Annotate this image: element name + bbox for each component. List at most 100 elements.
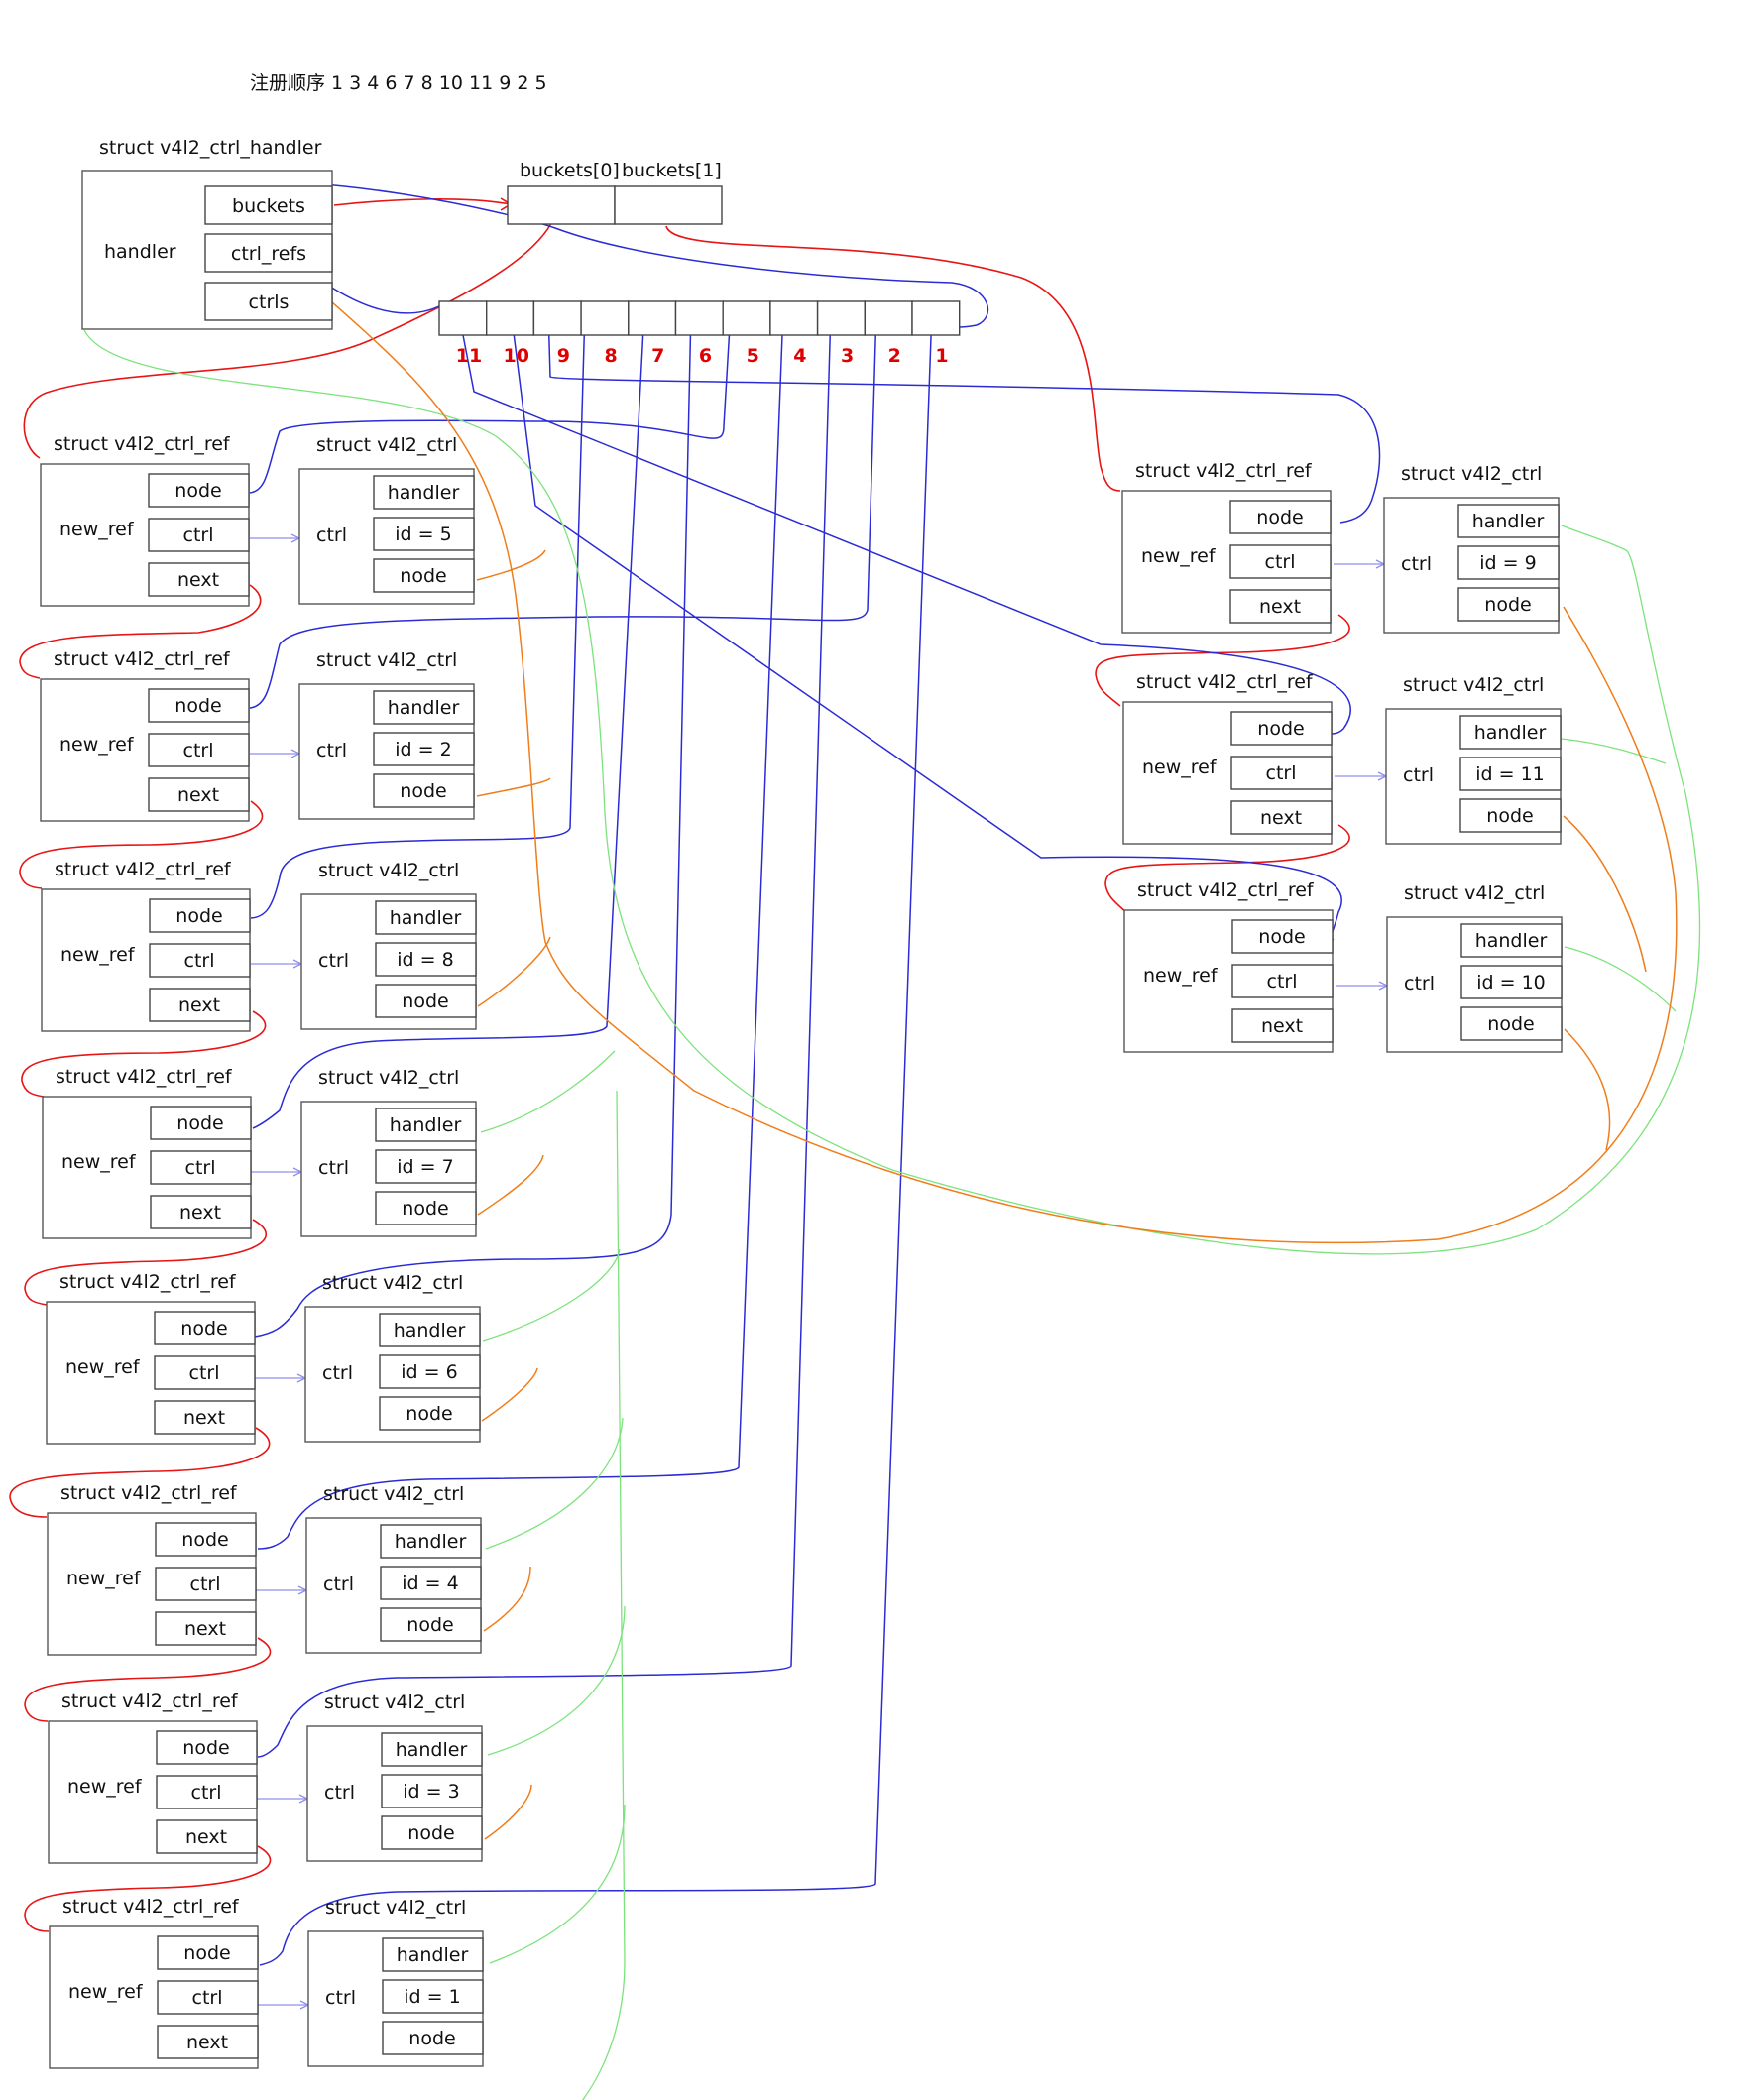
left-ref-ctrl-pair: struct v4l2_ctrl_refnew_refnodectrlnexts… (48, 1691, 483, 1864)
ctrl-node-label: node (407, 1822, 454, 1844)
ref-next-field (148, 777, 250, 812)
new-ref-label: new_ref (68, 1981, 144, 2003)
ref-ctrl-label: ctrl (191, 1782, 222, 1804)
ctrl-id-field (381, 1774, 483, 1808)
ctrl-handler-label: handler (388, 697, 460, 719)
ctrl-id-label: id = 11 (1475, 763, 1545, 785)
ctrl-node-label: node (1487, 1013, 1534, 1035)
ctrl-label: ctrl (318, 950, 349, 972)
new-ref-label: new_ref (65, 1356, 141, 1378)
ref-ctrl-label: ctrl (1265, 551, 1296, 573)
new-ref-label: new_ref (59, 519, 135, 540)
ctrls-field (204, 282, 333, 321)
ref-array-slot (722, 300, 771, 336)
ref-array-slot (769, 300, 819, 336)
ctrl-id-label: id = 10 (1476, 972, 1546, 993)
ctrl-struct-title: struct v4l2_ctrl (318, 1067, 459, 1089)
ref-array-slot-number: 10 (503, 345, 528, 367)
ref-node-field (149, 898, 251, 933)
left-ref-ctrl-pair: struct v4l2_ctrl_refnew_refnodectrlnexts… (41, 859, 477, 1032)
ref-next-label: next (184, 1618, 226, 1640)
ref-ctrl-label: ctrl (189, 1362, 220, 1384)
ref-struct-title: struct v4l2_ctrl_ref (60, 1482, 238, 1504)
buckets-field (204, 185, 333, 225)
ref-next-field (1231, 1008, 1334, 1043)
ctrl-handler-label: handler (388, 482, 460, 504)
left-ref-ctrl-pair: struct v4l2_ctrl_refnew_refnodectrlnexts… (40, 433, 475, 607)
ctrl-struct-title: struct v4l2_ctrl (322, 1272, 463, 1294)
ref-ctrl-label: ctrl (1267, 971, 1298, 992)
ref-next-field (149, 988, 251, 1022)
ref-array-slot-number: 1 (935, 345, 948, 367)
ref-node-field (1231, 919, 1334, 954)
ctrl-node-field (373, 558, 475, 593)
ref-next-label: next (1260, 807, 1302, 829)
new-ref-label: new_ref (59, 734, 135, 756)
ref-next-label: next (1261, 1015, 1303, 1037)
ctrl-struct-title: struct v4l2_ctrl (1404, 882, 1545, 904)
ctrl-struct-title: struct v4l2_ctrl (1401, 463, 1542, 485)
ref-struct-title: struct v4l2_ctrl_ref (54, 648, 231, 670)
ctrl-node-field (375, 1191, 477, 1225)
ref-next-label: next (183, 1407, 225, 1429)
left-ref-ctrl-pair: struct v4l2_ctrl_refnew_refnodectrlnexts… (42, 1066, 477, 1239)
ctrl-id-field (375, 942, 477, 977)
ref-node-field (1230, 711, 1333, 746)
ref-ctrl-field (150, 1150, 252, 1185)
ref-array-slot (532, 300, 582, 336)
ctrl-struct-title: struct v4l2_ctrl (316, 649, 457, 671)
ref-struct-title: struct v4l2_ctrl_ref (1136, 671, 1314, 693)
ctrl-label: ctrl (322, 1362, 353, 1384)
ref-array-slot (438, 300, 488, 336)
ctrl-handler-field (375, 900, 477, 935)
ctrl-node-label: node (402, 1198, 448, 1220)
right-ref-ctrl-pair: struct v4l2_ctrl_refnew_refnodectrlnexts… (1123, 879, 1563, 1053)
ref-array-slot (628, 300, 677, 336)
ref-struct-title: struct v4l2_ctrl_ref (55, 859, 232, 880)
ref-array-slot (816, 300, 866, 336)
ctrl-id-field (382, 1979, 484, 2014)
ctrl-node-field (373, 773, 475, 808)
ref-array-slot-number: 4 (793, 345, 806, 367)
ctrl-node-field (381, 1815, 483, 1850)
handler-label: handler (104, 241, 176, 263)
ref-struct-title: struct v4l2_ctrl_ref (61, 1691, 239, 1712)
new-ref-label: new_ref (1141, 545, 1217, 567)
bucket-0-label: buckets[0] (520, 160, 620, 181)
ctrl-node-label: node (402, 991, 448, 1012)
bucket-1-cell (614, 185, 723, 225)
ctrl-struct-title: struct v4l2_ctrl (324, 1692, 465, 1713)
ctrl-node-label: node (1484, 594, 1531, 616)
ctrl-handler-field (381, 1732, 483, 1767)
ctrl-struct-title: struct v4l2_ctrl (323, 1483, 464, 1505)
ref-struct-title: struct v4l2_ctrl_ref (59, 1271, 237, 1293)
ctrl-node-field (380, 1607, 482, 1642)
ctrl-label: ctrl (316, 525, 347, 546)
ref-next-field (154, 1400, 256, 1435)
ref-node-label: node (181, 1529, 228, 1551)
ref-ctrl-field (156, 1775, 258, 1809)
ref-next-label: next (177, 784, 219, 806)
ref-struct-title: struct v4l2_ctrl_ref (56, 1066, 233, 1088)
ref-ctrl-field (1230, 756, 1333, 790)
new-ref-label: new_ref (1142, 757, 1218, 778)
ref-ctrl-field (1229, 544, 1332, 579)
ctrl-id-field (379, 1354, 481, 1389)
ref-next-field (156, 1819, 258, 1854)
ctrl-node-field (1459, 798, 1562, 833)
ref-node-field (148, 688, 250, 723)
ref-node-field (154, 1311, 256, 1345)
ctrl-node-field (1460, 1006, 1563, 1041)
ref-struct-title: struct v4l2_ctrl_ref (1135, 460, 1313, 482)
ctrl-id-field (1457, 545, 1560, 580)
ctrl-label: ctrl (324, 1782, 355, 1804)
ref-ctrl-label: ctrl (185, 1157, 216, 1179)
ctrl-id-label: id = 3 (403, 1781, 459, 1803)
ctrl-label: ctrl (1401, 553, 1432, 575)
ref-ctrl-label: ctrl (183, 525, 214, 546)
ref-next-field (155, 1611, 257, 1646)
ctrl-handler-label: handler (390, 907, 462, 929)
ctrl-id-label: id = 2 (395, 739, 451, 760)
ctrl-handler-field (1459, 715, 1562, 750)
